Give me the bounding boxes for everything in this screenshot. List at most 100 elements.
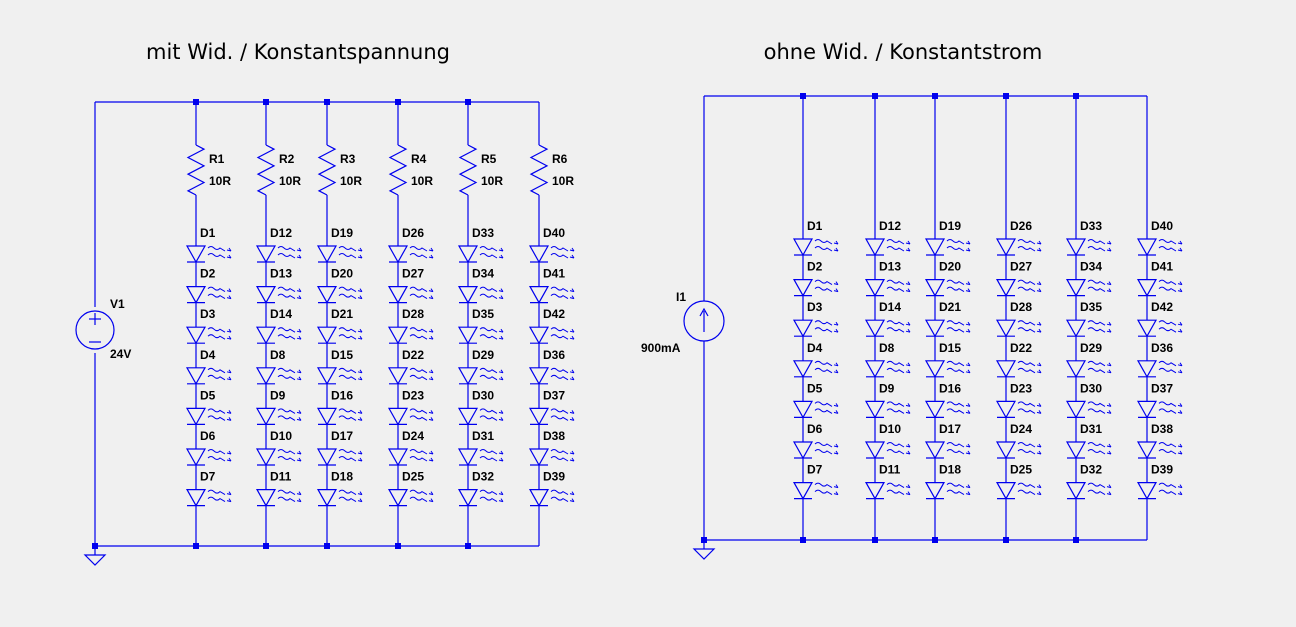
led-triangle xyxy=(1136,360,1158,379)
led-triangle xyxy=(864,238,886,257)
light-ray-arrowhead xyxy=(226,457,232,462)
led-triangle xyxy=(185,286,207,304)
light-ray-arrow xyxy=(207,415,226,421)
light-ray-arrow xyxy=(277,408,296,414)
light-ray-arrowhead xyxy=(569,491,575,496)
led-label: D37 xyxy=(543,388,565,402)
led-symbol xyxy=(255,367,302,386)
resistor-zigzag xyxy=(388,144,408,196)
led-label: D30 xyxy=(1080,381,1102,395)
led-triangle xyxy=(387,367,409,386)
light-ray-arrowhead xyxy=(226,417,232,421)
light-ray-arrow xyxy=(946,449,965,455)
ground-icon xyxy=(692,548,716,560)
light-ray-arrowhead xyxy=(428,376,434,381)
led-triangle xyxy=(255,448,277,467)
light-ray-arrowhead xyxy=(296,376,302,381)
light-ray-arrow xyxy=(1087,401,1106,407)
light-ray-arrow xyxy=(479,449,498,455)
voltage-source-icon xyxy=(75,310,115,350)
led-symbol xyxy=(185,286,232,304)
light-ray-arrow xyxy=(550,327,569,333)
led-symbol xyxy=(185,326,232,345)
light-ray-arrow xyxy=(479,456,498,462)
light-ray-arrowhead xyxy=(357,376,363,381)
led-triangle xyxy=(528,448,550,467)
light-ray-arrowhead xyxy=(1106,288,1112,293)
light-ray-arrow xyxy=(550,496,569,503)
light-ray-arrow xyxy=(550,415,569,421)
led-symbol xyxy=(924,319,971,338)
light-ray-arrowhead xyxy=(498,369,504,374)
led-label: D34 xyxy=(472,267,494,281)
light-ray-arrowhead xyxy=(965,328,971,333)
led-label: D14 xyxy=(270,307,292,321)
led-triangle xyxy=(255,489,277,507)
led-triangle xyxy=(924,360,946,379)
led-symbol xyxy=(316,286,363,304)
light-ray-arrow xyxy=(409,374,428,381)
light-ray-arrow xyxy=(409,253,428,259)
led-label: D23 xyxy=(402,388,424,402)
led-symbol xyxy=(1065,279,1112,297)
resistor-value-label: 10R xyxy=(340,174,362,188)
led-symbol xyxy=(255,245,302,264)
light-ray-arrowhead xyxy=(1036,403,1042,407)
led-label: D27 xyxy=(1010,260,1032,274)
led-label: D3 xyxy=(807,300,823,314)
light-ray-arrowhead xyxy=(296,450,302,455)
light-ray-arrow xyxy=(886,320,905,326)
light-ray-arrowhead xyxy=(569,457,575,462)
led-triangle xyxy=(185,245,207,264)
light-ray-arrow xyxy=(479,415,498,421)
led-triangle xyxy=(387,286,409,304)
light-ray-arrow xyxy=(946,327,965,333)
light-ray-arrow xyxy=(814,320,833,326)
led-triangle xyxy=(185,448,207,467)
light-ray-arrowhead xyxy=(498,247,504,252)
led-triangle xyxy=(924,400,946,419)
light-ray-arrow xyxy=(338,449,357,455)
light-ray-arrowhead xyxy=(833,362,839,367)
led-label: D4 xyxy=(200,348,216,362)
led-label: D1 xyxy=(200,226,216,240)
led-symbol xyxy=(792,238,839,257)
light-ray-arrowhead xyxy=(1036,484,1042,489)
led-symbol xyxy=(457,367,504,386)
led-triangle xyxy=(792,441,814,460)
led-label: D30 xyxy=(472,388,494,402)
light-ray-arrow xyxy=(1158,482,1177,489)
led-label: D24 xyxy=(1010,422,1032,436)
light-ray-arrow xyxy=(550,449,569,455)
light-ray-arrowhead xyxy=(569,247,575,252)
led-triangle xyxy=(255,245,277,264)
light-ray-arrow xyxy=(550,286,569,293)
led-symbol xyxy=(185,245,232,264)
light-ray-arrowhead xyxy=(428,335,434,340)
light-ray-arrowhead xyxy=(428,369,434,374)
light-ray-arrow xyxy=(207,496,226,503)
light-ray-arrowhead xyxy=(428,328,434,333)
light-ray-arrow xyxy=(550,456,569,462)
light-ray-arrowhead xyxy=(357,491,363,496)
led-triangle xyxy=(255,367,277,386)
led-triangle xyxy=(995,441,1017,460)
light-ray-arrow xyxy=(814,408,833,414)
resistor-name-label: R6 xyxy=(552,152,568,166)
light-ray-arrow xyxy=(277,327,296,333)
led-label: D19 xyxy=(939,219,961,233)
light-ray-arrowhead xyxy=(1036,281,1042,286)
led-label: D16 xyxy=(939,381,961,395)
resistor-zigzag xyxy=(186,144,206,196)
led-triangle xyxy=(457,489,479,507)
light-ray-arrow xyxy=(479,489,498,496)
light-ray-arrowhead xyxy=(833,484,839,489)
light-ray-arrowhead xyxy=(569,450,575,455)
light-ray-arrow xyxy=(207,286,226,293)
light-ray-arrowhead xyxy=(428,288,434,293)
light-ray-arrow xyxy=(207,449,226,455)
led-triangle xyxy=(1136,279,1158,297)
light-ray-arrowhead xyxy=(226,491,232,496)
led-triangle xyxy=(185,407,207,426)
